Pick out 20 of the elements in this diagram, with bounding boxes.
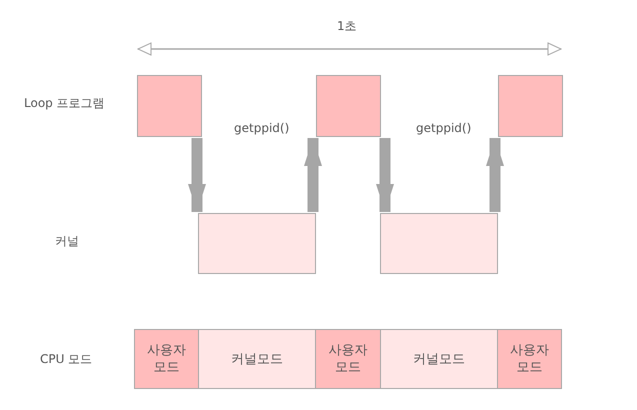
kernel-mode-cell: 커널모드 [198,329,316,389]
call-label: getppid() [234,121,290,135]
program-block [137,75,202,137]
call-label: getppid() [416,121,472,135]
user-mode-cell: 사용자 모드 [497,329,562,389]
time-label: 1초 [337,18,357,35]
kernel-mode-cell: 커널모드 [380,329,498,389]
row-label: CPU 모드 [40,351,92,368]
arrow [376,138,394,212]
row-label: 커널 [55,233,79,250]
kernel-block [380,213,498,274]
arrow [188,138,206,212]
program-block [316,75,381,137]
arrow [304,138,322,212]
kernel-block [198,213,316,274]
user-mode-cell: 사용자 모드 [134,329,199,389]
arrow [486,138,504,212]
user-mode-cell: 사용자 모드 [315,329,381,389]
row-label: Loop 프로그램 [24,95,105,112]
program-block [498,75,563,137]
